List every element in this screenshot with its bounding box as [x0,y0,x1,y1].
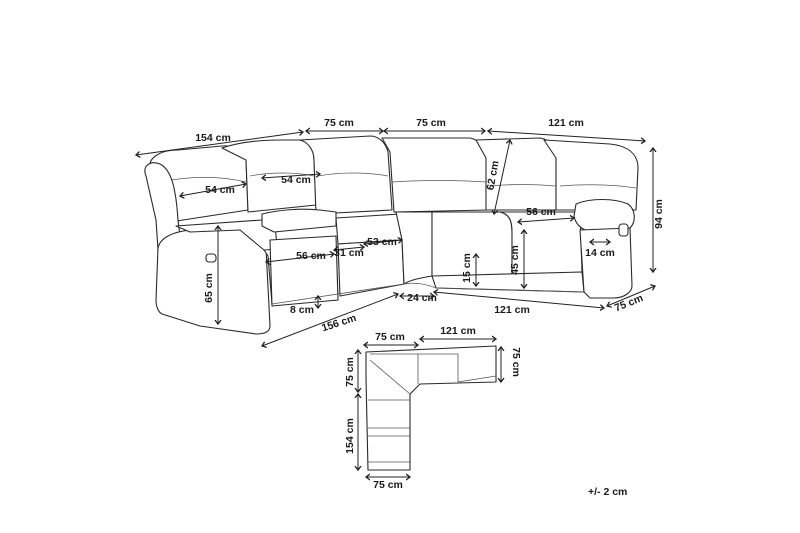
plan-top-left: 75 cm [375,331,405,343]
dim-back-height: 62 cm [485,160,502,191]
right-armrest-front [579,227,633,299]
plan-left-corner: 75 cm [344,357,356,387]
plan-right-depth: 75 cm [510,347,522,377]
dim-bottom-front-right: 121 cm [494,304,530,316]
plan-top-right: 121 cm [440,325,476,337]
dim-front-gap: 24 cm [407,292,437,304]
corner-back-right [381,137,489,213]
right-back-cushion-2 [543,139,639,211]
dim-height-total: 94 cm [653,199,665,229]
dim-top-left-width: 154 cm [195,132,231,144]
dim-armrest-height: 65 cm [203,273,215,303]
dimension-lines [136,131,655,346]
dim-seat-depth-mid: 53 cm [367,236,397,248]
dim-top-seg1: 75 cm [324,117,354,129]
tolerance-note: +/- 2 cm [588,486,628,498]
dim-seat-depth-left: 56 cm [296,250,326,262]
dim-armrest-width: 14 cm [585,247,615,259]
dim-seat-width-right: 56 cm [526,206,556,218]
recline-handle-icon [618,223,629,237]
dim-seat-height: 45 cm [509,245,521,275]
dim-top-seg2: 75 cm [416,117,446,129]
dim-seat-width-console: 54 cm [281,174,311,186]
dim-bottom-front-left: 156 cm [320,312,358,334]
corner-back-left [299,135,393,215]
dim-console-width: 31 cm [334,247,364,259]
floor-plan: 75 cm 121 cm 75 cm 75 cm 154 cm 75 cm [344,325,522,491]
plan-left-length: 154 cm [344,418,356,454]
plan-outline [365,345,497,471]
dim-leg-height: 15 cm [461,253,473,283]
right-armrest [573,198,635,233]
plan-bottom-width: 75 cm [373,479,403,491]
dim-footrest-clearance: 8 cm [290,304,314,316]
console-top [261,208,337,233]
recline-handle-left-icon [205,253,217,263]
dim-top-right-width: 121 cm [548,117,584,129]
dim-seat-width-left: 54 cm [205,184,235,196]
right-base [431,271,585,293]
